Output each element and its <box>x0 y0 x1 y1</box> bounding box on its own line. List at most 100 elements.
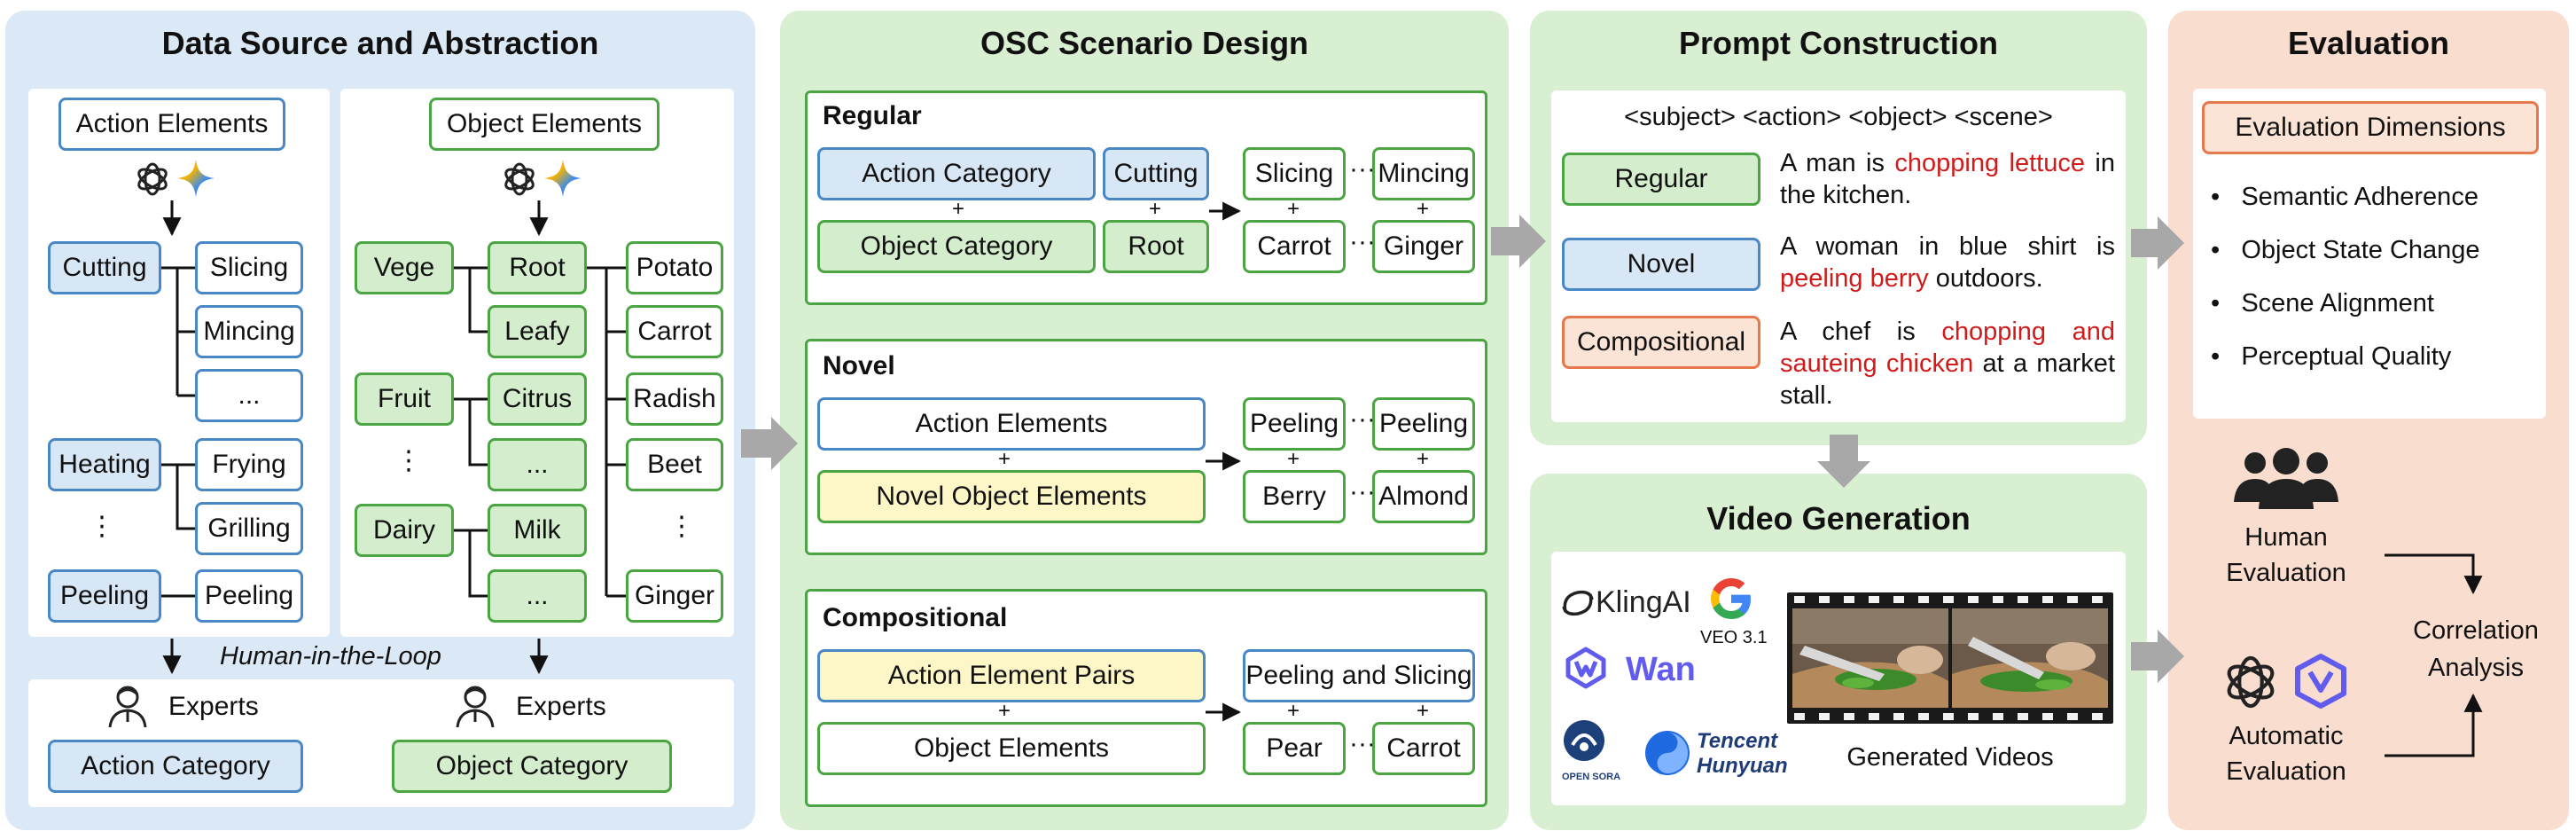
object-elements-box: Object Elements <box>429 98 660 151</box>
expert-person-icon <box>106 683 149 729</box>
leafy-subcategory: Leafy <box>488 305 587 358</box>
beet-leaf: Beet <box>626 438 723 491</box>
regular-dots-bottom: ··· <box>1349 227 1376 256</box>
regular-scenario-label: Regular <box>823 101 922 130</box>
dimension-list: • Semantic Adherence • Object State Chan… <box>2211 183 2539 396</box>
root-subcategory: Root <box>488 241 587 294</box>
data-source-title: Data Source and Abstraction <box>161 25 599 61</box>
dairy-category: Dairy <box>355 504 454 557</box>
compositional-action-pairs: Action Element Pairs <box>817 649 1206 702</box>
dimension-label: Perceptual Quality <box>2241 342 2452 371</box>
novel-scenario-label: Novel <box>823 351 895 380</box>
grilling-item: Grilling <box>195 502 303 555</box>
regular-plus-mid: + <box>1149 197 1162 221</box>
novel-out-peeling-2: Peeling <box>1372 397 1475 451</box>
frying-item: Frying <box>195 438 303 491</box>
prompt-novel-text: A woman in blue shirt is peeling berry o… <box>1780 231 2115 294</box>
action-experts-label: Experts <box>168 692 259 721</box>
prompt-regular-text: A man is chopping lettuce in the kitchen… <box>1780 147 2115 211</box>
generated-video-filmstrip <box>1787 592 2113 724</box>
regular-plus-out-left: + <box>1287 197 1300 221</box>
regular-action-category: Action Category <box>817 147 1096 200</box>
peeling-category: Peeling <box>48 569 161 623</box>
regular-object-category: Object Category <box>817 220 1096 273</box>
osc-title: OSC Scenario Design <box>980 25 1309 61</box>
regular-root: Root <box>1103 220 1209 273</box>
novel-object-elements: Novel Object Elements <box>817 470 1206 523</box>
prompt-title: Prompt Construction <box>1679 25 1998 61</box>
object-category-result: Object Category <box>392 740 672 793</box>
radish-leaf: Radish <box>626 372 723 426</box>
correlation-analysis-label: Correlation Analysis <box>2413 616 2539 682</box>
compositional-plus-out-right: + <box>1417 699 1430 723</box>
bullet: • <box>2211 342 2221 371</box>
bullet: • <box>2211 289 2221 318</box>
film-perforations <box>1794 596 2103 720</box>
novel-out-berry: Berry <box>1243 470 1346 523</box>
prompt-regular-label: Regular <box>1562 153 1760 206</box>
regular-dots-top: ··· <box>1349 154 1376 184</box>
object-experts-label: Experts <box>516 692 606 721</box>
heating-category: Heating <box>48 438 161 491</box>
milk-subcategory: Milk <box>488 504 587 557</box>
evaluation-dimensions-title: Evaluation Dimensions <box>2202 101 2539 154</box>
flow-arrow-right <box>1491 215 1546 268</box>
dairy-more-subcategory: ... <box>488 569 587 623</box>
prompt-compositional-label: Compositional <box>1562 316 1760 369</box>
generated-videos-caption: Generated Videos <box>1846 743 2054 772</box>
prompt-compositional-text: A chef is chopping and sauteing chicken … <box>1780 316 2115 412</box>
automatic-evaluation-label: Automatic Evaluation <box>2226 722 2346 786</box>
dimension-item: • Object State Change <box>2211 236 2539 289</box>
regular-out-carrot: Carrot <box>1243 220 1346 273</box>
dimension-item: • Perceptual Quality <box>2211 342 2539 396</box>
tree-connector <box>454 266 488 333</box>
dimension-label: Object State Change <box>2241 236 2480 264</box>
novel-plus-left: + <box>998 447 1011 471</box>
object-category-ellipsis: ⋮ <box>395 446 422 475</box>
mincing-item: Mincing <box>195 305 303 358</box>
prompt-text-plain: A man is <box>1780 149 1895 177</box>
prompt-text-highlight: chopping and sauteing chicken <box>1780 318 2116 378</box>
bullet: • <box>2211 183 2221 211</box>
prompt-text-plain: A chef is <box>1780 318 1942 346</box>
fruit-more-subcategory: ... <box>488 438 587 491</box>
dimension-label: Scene Alignment <box>2241 289 2434 318</box>
tree-connector <box>161 463 195 530</box>
expert-person-icon <box>454 683 496 729</box>
tree-connector <box>454 397 488 467</box>
action-elements-box: Action Elements <box>59 98 285 151</box>
cutting-more-item: ... <box>195 369 303 422</box>
compositional-dots-bottom: ··· <box>1349 729 1376 758</box>
potato-leaf: Potato <box>626 241 723 294</box>
action-category-ellipsis: ⋮ <box>89 512 115 541</box>
novel-dots-top: ··· <box>1349 404 1376 434</box>
prompt-text-highlight: peeling berry <box>1780 264 1929 293</box>
opensora-logo-text: OPEN SORA <box>1562 772 1621 782</box>
compositional-out-pear: Pear <box>1243 722 1346 775</box>
tree-connector <box>176 268 195 397</box>
qwen-logo-icon <box>2291 651 2351 711</box>
openai-logo-icon <box>500 160 539 199</box>
dimension-item: • Semantic Adherence <box>2211 183 2539 236</box>
human-evaluation-label: Human Evaluation <box>2226 523 2346 587</box>
flow-arrow-down <box>1817 435 1870 488</box>
novel-out-almond: Almond <box>1372 470 1475 523</box>
regular-out-slicing: Slicing <box>1243 147 1346 200</box>
slicing-item: Slicing <box>195 241 303 294</box>
compositional-scenario-label: Compositional <box>823 603 1008 632</box>
prompt-template: <subject> <action> <object> <scene> <box>1624 103 2053 131</box>
compositional-out-peeling-slicing: Peeling and Slicing <box>1243 649 1475 702</box>
human-in-the-loop-label: Human-in-the-Loop <box>220 642 441 670</box>
hunyuan-logo-text: Hunyuan <box>1697 754 1788 778</box>
video-frame-1 <box>1792 608 1948 708</box>
tencent-logo-text: Tencent <box>1697 729 1778 753</box>
cutting-category: Cutting <box>48 241 161 294</box>
fruit-category: Fruit <box>355 372 454 426</box>
novel-dots-bottom: ··· <box>1349 477 1376 506</box>
human-evaluation-group-icon <box>2229 447 2344 509</box>
tree-connector <box>587 266 626 598</box>
ginger-leaf: Ginger <box>626 569 723 623</box>
novel-action-elements: Action Elements <box>817 397 1206 451</box>
klingai-logo-icon <box>1560 585 1596 621</box>
